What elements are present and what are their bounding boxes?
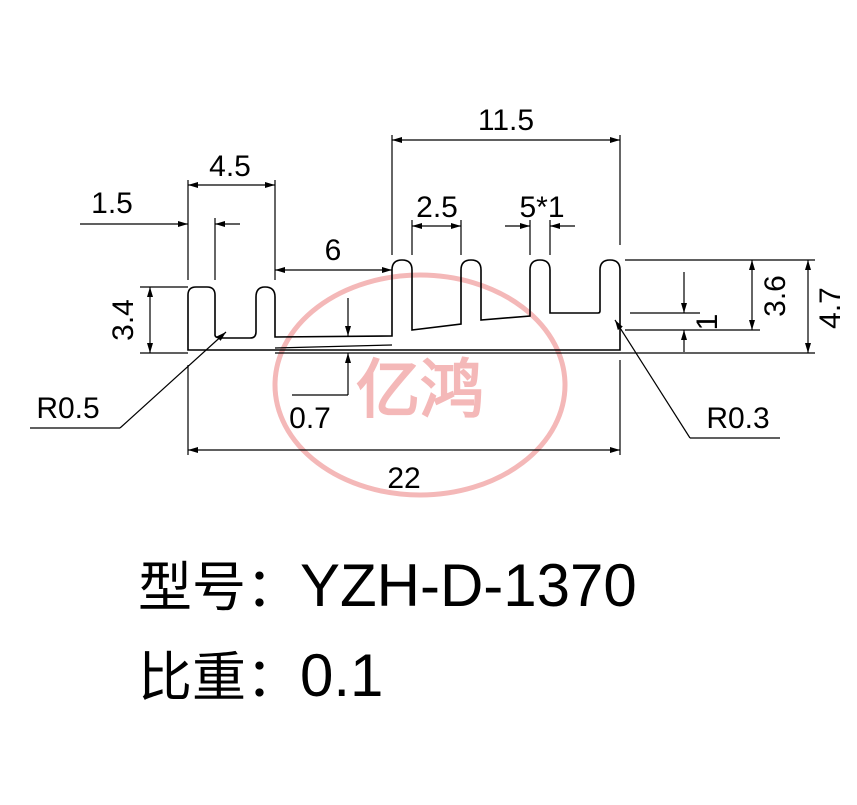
weight-value: 0.1 [300, 642, 384, 709]
watermark: 亿鸿 [272, 272, 568, 498]
dim-radius-right: R0.3 [706, 402, 769, 435]
dim-pitch: 2.5 [416, 191, 458, 224]
model-line: 型号：YZH-D-1370 [138, 556, 637, 616]
dim-fins: 5*1 [519, 191, 564, 224]
dim-total-height: 4.7 [814, 287, 847, 329]
model-value: YZH-D-1370 [300, 552, 637, 619]
dim-left-span: 4.5 [209, 150, 251, 183]
dim-right-fin-height: 3.6 [759, 275, 792, 317]
dim-step: 1 [691, 314, 724, 331]
weight-label: 比重： [138, 646, 300, 709]
dim-radius-left: R0.5 [36, 392, 99, 425]
dim-right-span: 11.5 [478, 104, 534, 137]
profile-drawing: 亿鸿 11.5 2.5 5*1 4.5 1.5 6 3.4 0.7 1 [30, 104, 847, 498]
watermark-text: 亿鸿 [356, 354, 484, 428]
dim-left-fin: 1.5 [91, 187, 133, 220]
model-label: 型号： [138, 556, 300, 619]
dim-overall-width: 22 [387, 462, 420, 495]
dim-left-height: 3.4 [107, 299, 140, 341]
dim-base: 0.7 [289, 402, 331, 435]
weight-line: 比重：0.1 [138, 646, 383, 706]
dim-gap: 6 [325, 234, 342, 267]
